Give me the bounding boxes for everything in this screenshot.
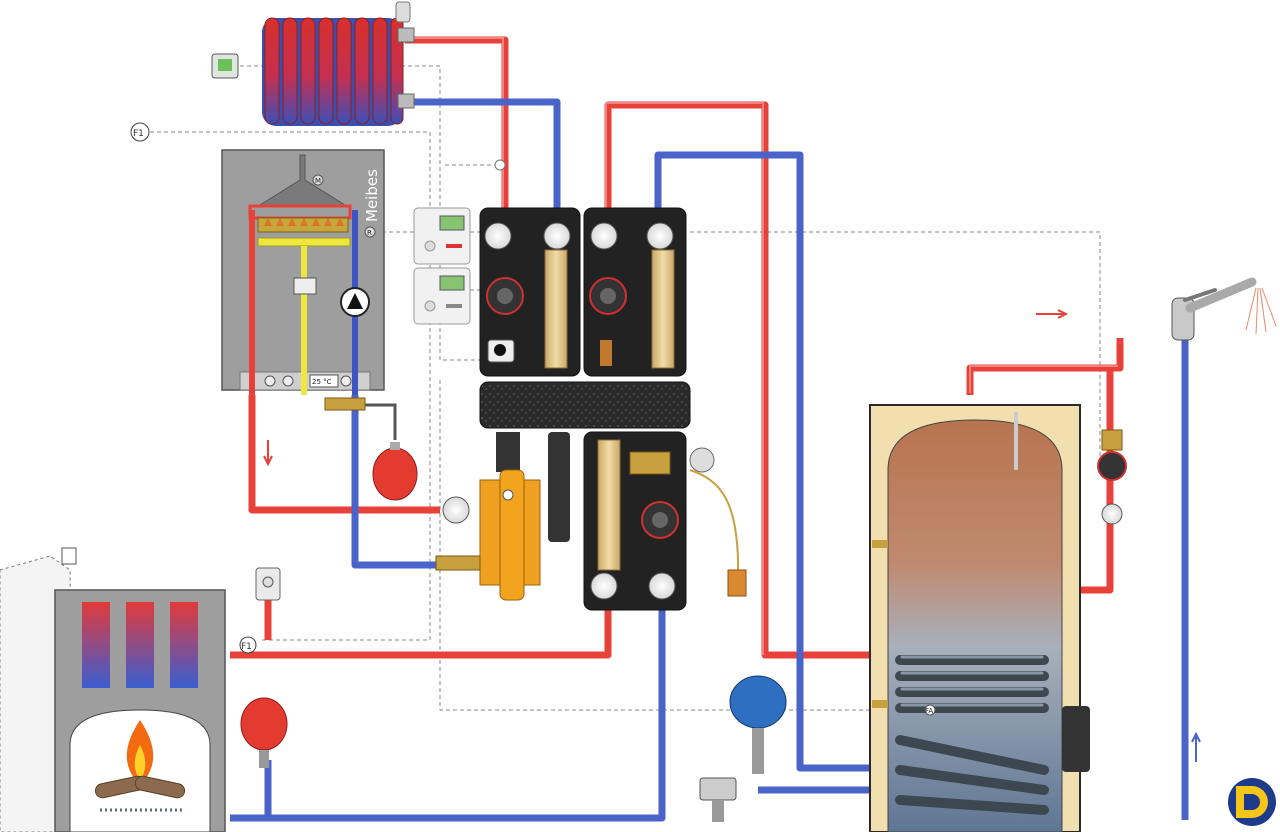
sensor-f1-bottom: F1 bbox=[239, 636, 257, 654]
circulation-pump bbox=[1097, 429, 1127, 525]
room-thermostat bbox=[211, 53, 239, 79]
cold-pipes bbox=[230, 98, 1189, 822]
hydraulic-separator bbox=[435, 432, 570, 601]
marker-m: M bbox=[315, 177, 321, 185]
gas-boiler: M R Meibes 25 °C bbox=[221, 149, 385, 395]
sensor-s-icon bbox=[494, 159, 506, 171]
flow-arrow-right-icon bbox=[1036, 309, 1069, 319]
marker-fa: FA bbox=[925, 707, 933, 715]
distribution-manifold bbox=[479, 381, 691, 429]
flow-arrow-up-icon bbox=[1191, 731, 1201, 762]
expansion-vessel-boiler bbox=[324, 397, 418, 501]
marker-r: R bbox=[367, 229, 372, 237]
radiator bbox=[262, 1, 415, 126]
water-faucet bbox=[1171, 277, 1277, 341]
boiler-brand: Meibes bbox=[363, 169, 381, 222]
hot-water-storage-tank: FA bbox=[869, 404, 1090, 832]
f1-bottom-label: F1 bbox=[241, 642, 252, 652]
controller-lower bbox=[413, 267, 471, 325]
expansion-vessel-furnace bbox=[240, 697, 288, 768]
safety-group bbox=[699, 777, 737, 822]
controller-upper bbox=[413, 207, 471, 265]
solid-fuel-furnace bbox=[0, 547, 226, 832]
pump-group-dhw bbox=[583, 431, 747, 611]
pump-group-mixing bbox=[479, 207, 581, 377]
boiler-display: 25 °C bbox=[312, 378, 332, 386]
f1-top-label: F1 bbox=[133, 129, 144, 139]
flow-arrow-down-icon bbox=[263, 440, 273, 467]
hot-pipe-highlight bbox=[405, 37, 1118, 655]
thermal-valve bbox=[255, 567, 281, 601]
brand-logo-icon bbox=[1228, 778, 1276, 826]
pump-group-direct bbox=[583, 207, 687, 377]
sensor-f1-top: F1 bbox=[130, 122, 150, 142]
expansion-vessel-dhw bbox=[729, 675, 787, 774]
